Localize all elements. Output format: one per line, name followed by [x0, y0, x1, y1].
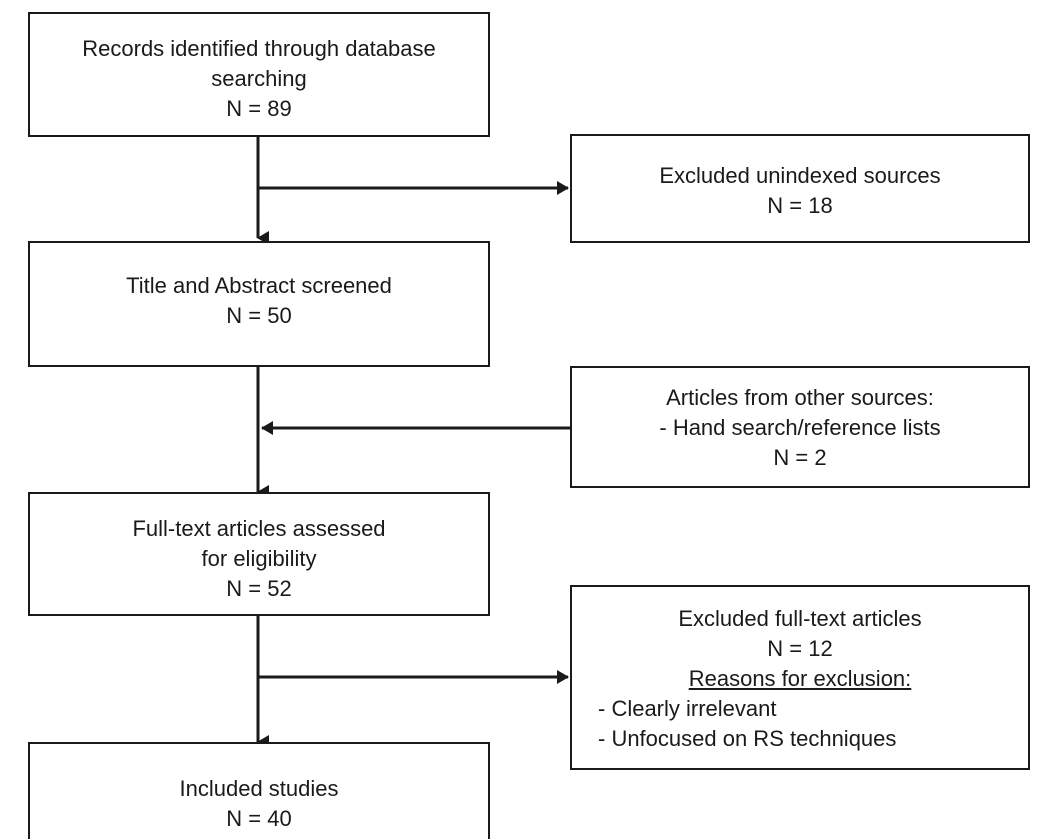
box-line: Articles from other sources:	[666, 385, 934, 410]
box-line: N = 12	[767, 635, 833, 661]
box-line-reasons-heading: Reasons for exclusion:	[688, 665, 912, 691]
box-line: Excluded full-text articles	[678, 605, 922, 631]
box-line: Full-text articles assessed	[132, 516, 386, 541]
box-line: searching	[211, 66, 307, 91]
box-line: N = 18	[767, 192, 833, 218]
box-title-abstract-screened: Title and Abstract screened N = 50	[28, 241, 490, 367]
box-line: N = 50	[226, 303, 292, 328]
box-line: Title and Abstract screened	[126, 273, 392, 298]
box-other-sources: Articles from other sources: - Hand sear…	[570, 366, 1030, 488]
box-line: Excluded unindexed sources	[659, 162, 941, 188]
box-line: N = 40	[226, 806, 292, 831]
box-excluded-full-text: Excluded full-text articles N = 12 Reaso…	[570, 585, 1030, 770]
box-line-reason: - Unfocused on RS techniques	[598, 725, 897, 751]
box-included-studies: Included studies N = 40	[28, 742, 490, 839]
box-full-text-assessed: Full-text articles assessed for eligibil…	[28, 492, 490, 616]
box-line: N = 89	[226, 96, 292, 121]
box-line: Included studies	[179, 776, 339, 801]
box-line: Records identified through database	[82, 36, 436, 61]
box-line-reason: - Clearly irrelevant	[598, 695, 777, 721]
box-records-identified: Records identified through database sear…	[28, 12, 490, 137]
box-line: for eligibility	[201, 546, 317, 571]
box-excluded-unindexed: Excluded unindexed sources N = 18	[570, 134, 1030, 243]
box-line: N = 2	[773, 445, 827, 470]
box-line: N = 52	[226, 576, 292, 601]
box-line: - Hand search/reference lists	[659, 415, 941, 440]
